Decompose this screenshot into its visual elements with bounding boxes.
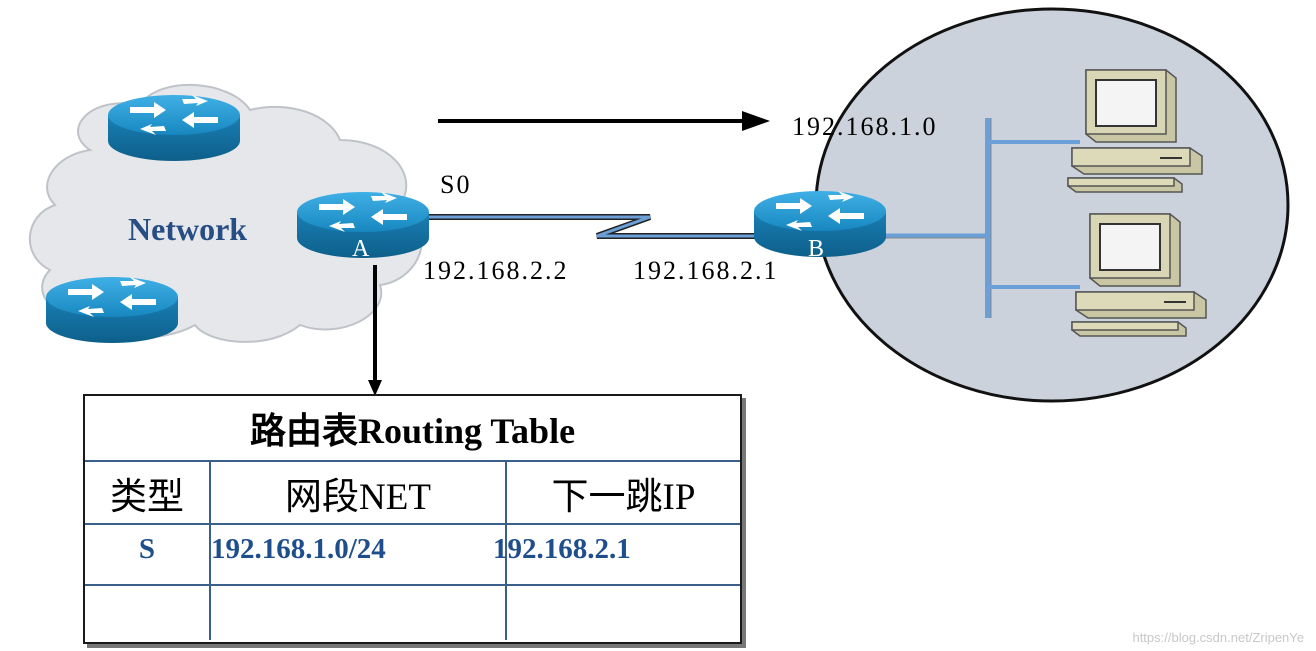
table-row bbox=[85, 586, 740, 640]
serial-link bbox=[425, 214, 760, 239]
routing-table: 路由表Routing Table 类型 网段NET 下一跳IP S 192.16… bbox=[83, 394, 742, 644]
header-net: 网段NET bbox=[285, 476, 431, 518]
lan-link bbox=[880, 233, 990, 239]
table-row: S 192.168.1.0/24 192.168.2.1 bbox=[85, 525, 740, 586]
router-cloud-bottom bbox=[46, 277, 178, 343]
table-title: 路由表Routing Table bbox=[249, 411, 576, 451]
ip-router-a: 192.168.2.2 bbox=[423, 256, 569, 285]
row-net: 192.168.1.0/24 bbox=[211, 533, 386, 565]
lan-ellipse bbox=[814, 7, 1290, 403]
watermark: https://blog.csdn.net/ZripenYe bbox=[1132, 630, 1304, 645]
lan-backbone bbox=[985, 118, 1080, 318]
table-header-row: 类型 网段NET 下一跳IP bbox=[85, 462, 740, 525]
header-type: 类型 bbox=[110, 476, 184, 518]
router-a-label: A bbox=[352, 236, 370, 262]
row-type: S bbox=[138, 533, 156, 565]
table-arrow bbox=[368, 265, 382, 396]
cloud-label: Network bbox=[128, 211, 248, 247]
interface-label: S0 bbox=[440, 170, 472, 199]
row-next-hop: 192.168.2.1 bbox=[493, 533, 631, 565]
router-cloud-top bbox=[108, 95, 240, 161]
header-next-hop: 下一跳IP bbox=[551, 476, 696, 518]
ip-router-b: 192.168.2.1 bbox=[633, 256, 779, 285]
destination-network-label: 192.168.1.0 bbox=[792, 112, 938, 141]
router-b-label: B bbox=[808, 236, 825, 262]
table-title-row: 路由表Routing Table bbox=[85, 396, 740, 462]
direction-arrow bbox=[438, 111, 770, 131]
